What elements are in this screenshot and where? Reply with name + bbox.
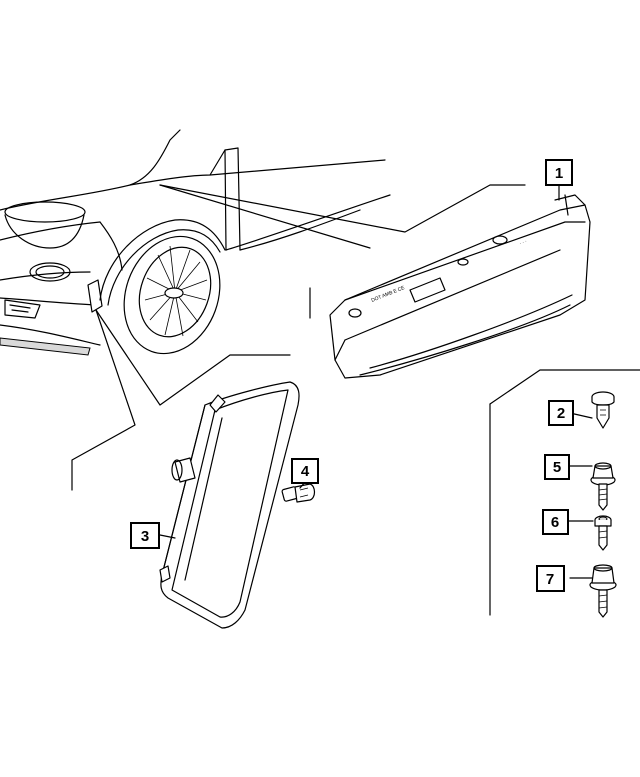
side-marker-lamp-part-3 <box>159 381 300 629</box>
detail-connector-lines <box>71 184 640 616</box>
callout-3: 3 <box>130 522 160 549</box>
hex-flange-screw-part-7 <box>589 564 617 618</box>
callout-5-label: 5 <box>553 459 561 476</box>
svg-text:· · ·: · · · <box>519 238 529 247</box>
callout-1-label: 1 <box>555 165 563 182</box>
callout-6: 6 <box>542 509 569 535</box>
bulb-part-4 <box>281 483 316 503</box>
callout-4-label: 4 <box>301 463 310 480</box>
callout-6-label: 6 <box>551 514 559 531</box>
callout-7-label: 7 <box>546 571 554 588</box>
callout-4: 4 <box>291 458 319 484</box>
vehicle-front-corner-illustration <box>0 129 391 356</box>
hex-flange-bolt-part-5 <box>590 462 616 511</box>
screw-part-6 <box>594 515 612 551</box>
callout-5: 5 <box>544 454 570 480</box>
side-marker-housing-part-1: DOT AMB E CE · · · <box>329 194 591 379</box>
callout-3-label: 3 <box>141 528 149 545</box>
callout-2: 2 <box>548 400 574 426</box>
callout-2-label: 2 <box>557 405 565 422</box>
callout-7: 7 <box>536 565 565 592</box>
callout-1: 1 <box>545 159 573 186</box>
push-pin-retainer-part-2 <box>591 391 615 429</box>
